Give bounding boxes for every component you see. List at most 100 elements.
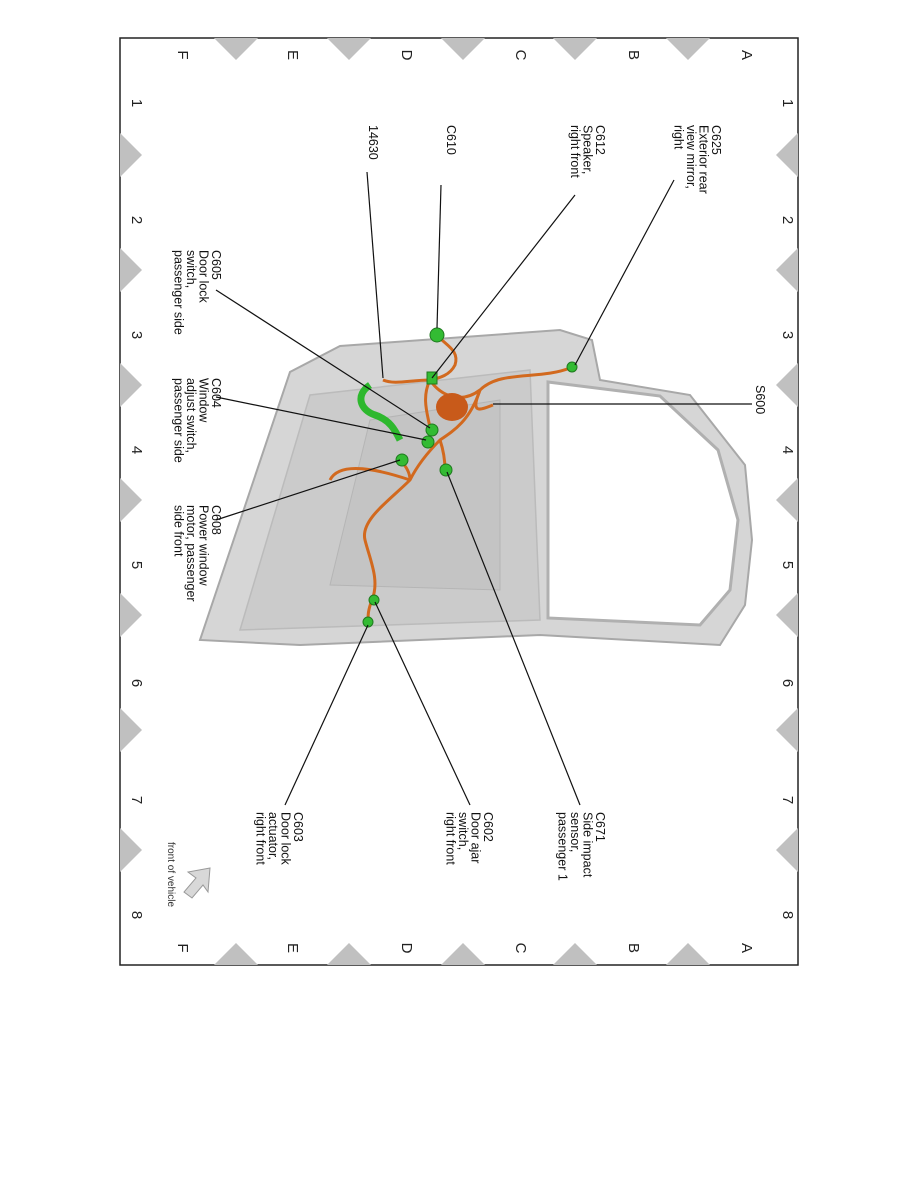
grid-marker xyxy=(327,38,371,60)
grid-marker xyxy=(120,708,142,752)
label-c604-line: C604 xyxy=(209,378,223,408)
grid-marker xyxy=(120,363,142,407)
grid-marker xyxy=(214,943,258,965)
label-c610-line: C610 xyxy=(444,125,458,155)
grid-marker xyxy=(776,708,798,752)
grid-letter-bottom: D xyxy=(398,943,415,954)
connector-c604 xyxy=(421,435,435,449)
connector-c671 xyxy=(439,463,453,477)
grid-number-right: 8 xyxy=(779,911,796,919)
connector-c610 xyxy=(429,327,445,343)
front-of-vehicle-indicator: front of vehicle xyxy=(165,842,211,907)
grid-number-left: 4 xyxy=(128,446,145,454)
label-c625-line: C625 xyxy=(709,125,723,155)
label-h14630-line: 14630 xyxy=(366,125,380,160)
grid-marker xyxy=(666,38,710,60)
label-c602-line: C602 xyxy=(481,812,495,842)
door-panel xyxy=(198,328,754,647)
label-c671-line: Side impact xyxy=(581,812,595,878)
grid-marker xyxy=(776,593,798,637)
harness-sleeve xyxy=(357,382,404,442)
label-c608-line: Power window xyxy=(197,505,211,587)
grid-number-right: 1 xyxy=(779,99,796,107)
grid-letter-bottom: F xyxy=(174,943,191,952)
connector-c603 xyxy=(362,616,374,628)
label-c671-line: passenger 1 xyxy=(556,812,570,881)
grid-marker xyxy=(441,38,485,60)
grid-letter-top: E xyxy=(284,50,301,60)
label-c604-line: adjust switch, xyxy=(184,378,198,453)
grid-letter-top: A xyxy=(738,50,755,60)
grid-marker xyxy=(776,133,798,177)
grid-number-left: 6 xyxy=(128,679,145,687)
grid-letter-bottom: E xyxy=(284,943,301,953)
window-opening xyxy=(546,380,740,627)
grid-marker xyxy=(553,38,597,60)
grid-marker xyxy=(120,133,142,177)
grid-number-left: 5 xyxy=(128,561,145,569)
label-c612-line: right front xyxy=(568,125,582,178)
grid-markers xyxy=(120,38,798,965)
grid-marker xyxy=(214,38,258,60)
label-c612-line: C612 xyxy=(593,125,607,155)
label-c604-line: Window xyxy=(197,378,211,423)
grid-marker xyxy=(776,248,798,292)
grid-number-left: 3 xyxy=(128,331,145,339)
grid-number-right: 7 xyxy=(779,796,796,804)
connector-c605 xyxy=(425,423,439,437)
grid-marker xyxy=(553,943,597,965)
front-of-vehicle-label: front of vehicle xyxy=(165,842,176,907)
grid-number-right: 6 xyxy=(779,679,796,687)
grid-number-left: 7 xyxy=(128,796,145,804)
grid-number-left: 2 xyxy=(128,216,145,224)
grid-marker xyxy=(776,363,798,407)
label-c604-line: passenger side xyxy=(172,378,186,463)
label-c605-line: passenger side xyxy=(172,250,186,335)
grid-number-left: 1 xyxy=(128,99,145,107)
label-c671-line: sensor, xyxy=(568,812,582,852)
label-c671-line: C671 xyxy=(593,812,607,842)
grid-marker xyxy=(327,943,371,965)
grid-marker xyxy=(666,943,710,965)
speaker xyxy=(436,393,468,421)
leader-lines xyxy=(215,171,752,806)
label-c602-line: Door ajar xyxy=(469,812,483,863)
grid-letter-top: C xyxy=(512,50,529,61)
grid-marker xyxy=(776,828,798,872)
label-c603-line: Door lock xyxy=(279,812,293,866)
label-c602-line: switch, xyxy=(456,812,470,850)
label-c603-line: actuator, xyxy=(266,812,280,860)
label-c605-line: C605 xyxy=(209,250,223,280)
grid-letter-top: D xyxy=(398,50,415,61)
grid-letter-top: F xyxy=(174,50,191,59)
label-c602-line: right front xyxy=(444,812,458,865)
grid-letter-bottom: A xyxy=(738,943,755,953)
connector-c602 xyxy=(368,594,380,606)
label-c605-line: switch, xyxy=(184,250,198,288)
grid-marker xyxy=(120,248,142,292)
label-c608-line: motor, passenger xyxy=(184,505,198,602)
connector-c608 xyxy=(395,453,409,467)
grid-marker xyxy=(120,593,142,637)
label-c608-line: side front xyxy=(172,505,186,557)
label-c625-line: Exterior rear xyxy=(697,125,711,194)
grid-number-right: 4 xyxy=(779,446,796,454)
label-c603-line: right front xyxy=(254,812,268,865)
grid-letter-bottom: B xyxy=(625,943,642,953)
label-c625-line: view mirror, xyxy=(684,125,698,189)
grid-marker xyxy=(441,943,485,965)
label-c625-line: right xyxy=(672,125,686,150)
grid-marker xyxy=(120,828,142,872)
grid-letter-top: B xyxy=(625,50,642,60)
grid-number-right: 2 xyxy=(779,216,796,224)
label-c608-line: C608 xyxy=(209,505,223,535)
grid-number-right: 5 xyxy=(779,561,796,569)
connector-c625 xyxy=(566,361,578,373)
grid-number-right: 3 xyxy=(779,331,796,339)
grid-number-left: 8 xyxy=(128,911,145,919)
arrow-icon xyxy=(183,867,211,899)
grid-marker xyxy=(120,478,142,522)
